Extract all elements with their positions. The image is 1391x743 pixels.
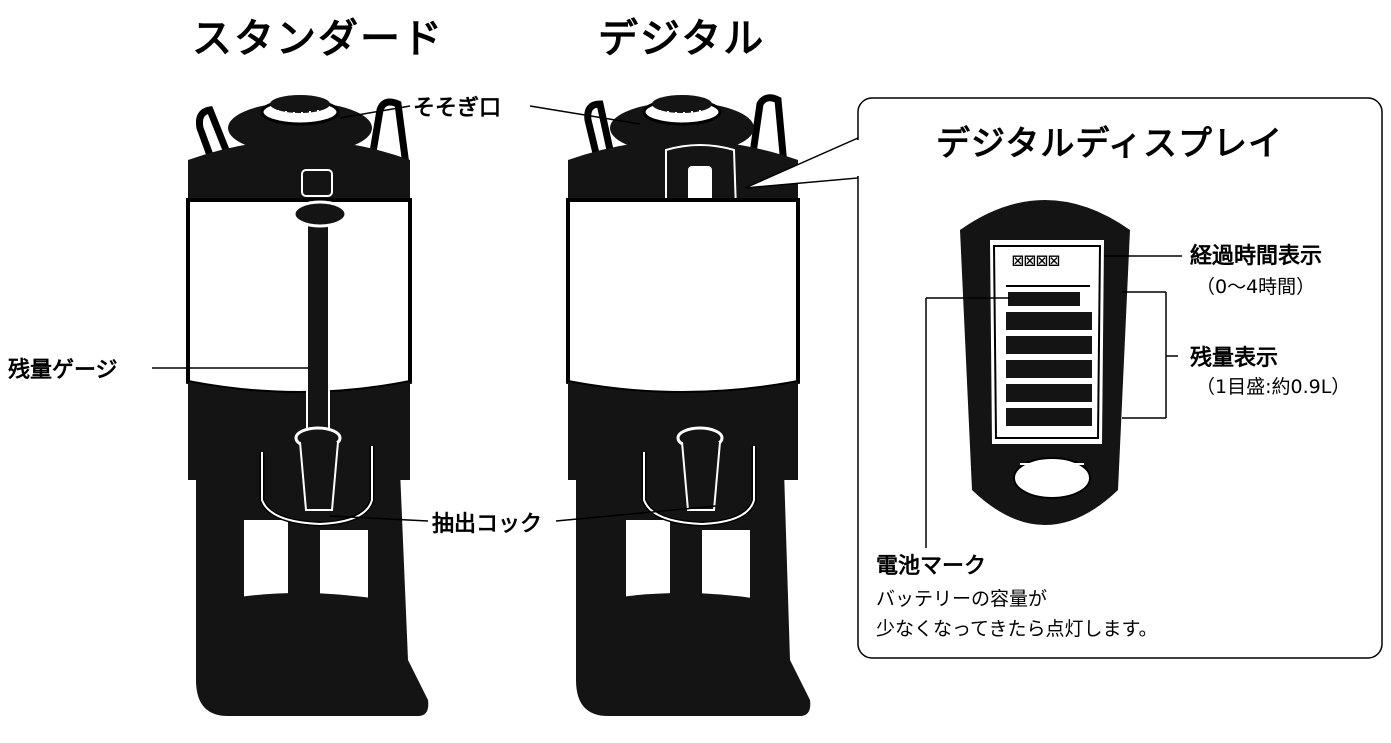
level-bar [1006,384,1092,402]
standard-heading: スタンダード [192,16,444,62]
elapsed-time-range: （0〜4時間） [1196,276,1316,298]
battery-desc-line2: 少なくなってきたら点灯します。 [876,618,1158,640]
level-bar [1006,360,1092,378]
battery-mark-label: 電池マーク [876,554,987,579]
spout-label: そそぎ口 [413,96,502,121]
standard-label-band [186,198,412,395]
faucet-label: 抽出コック [432,512,543,537]
battery-desc-line1: バッテリーの容量が [876,588,1048,610]
level-bars [1006,312,1092,426]
standard-right-handle [368,98,410,166]
digital-dispenser [566,94,811,716]
leader-lines [152,105,717,522]
standard-dispenser [186,95,429,716]
level-bar [1006,408,1092,426]
battery-segment [1008,292,1080,306]
remaining-unit: （1目盛:約0.9L） [1196,376,1351,398]
elapsed-time-label: 経過時間表示 [1190,244,1323,269]
remaining-label: 残量表示 [1190,346,1279,371]
display-callout [744,97,1383,659]
segment-digits: ⊠⊠⊠⊠ [1012,248,1061,272]
standard-left-handle [196,106,230,190]
display-panel-title: デジタルディスプレイ [936,124,1283,164]
gauge-label: 残量ゲージ [8,358,118,383]
display-button [1013,457,1091,499]
digital-heading: デジタル [598,16,766,62]
level-bar [1006,336,1092,354]
level-bar [1006,312,1092,330]
